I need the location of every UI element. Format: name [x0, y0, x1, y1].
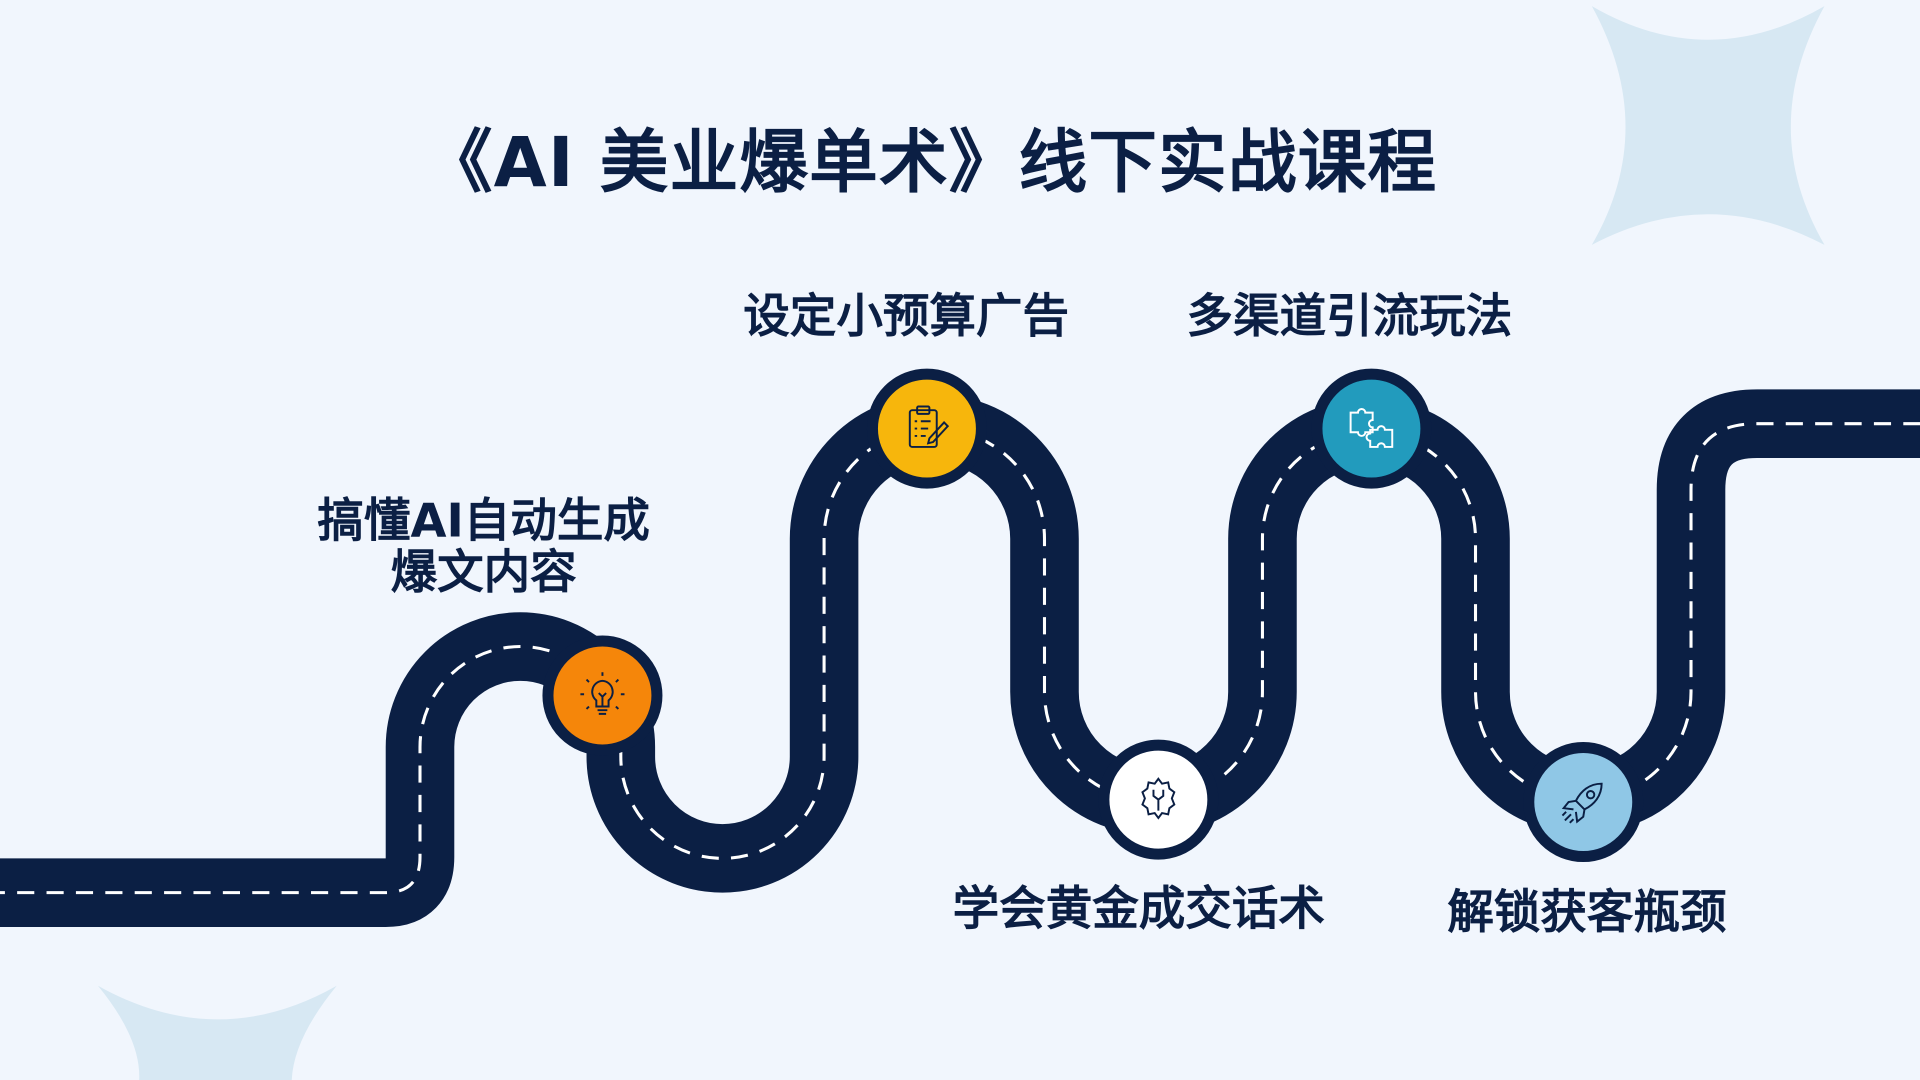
step-1-label-line2: 爆文内容: [390, 544, 577, 599]
step-1-label-line1: 搞懂AI自动生成: [317, 493, 650, 548]
rocket-icon: [1561, 782, 1603, 824]
step-5-node: [1523, 742, 1644, 863]
step-4-node: [1311, 368, 1432, 489]
star-decoration-top-right: [1591, 6, 1825, 245]
step-1-label: 搞懂AI自动生成 爆文内容: [317, 495, 650, 598]
step-2-node: [866, 368, 987, 489]
lightbulb-icon: [580, 672, 625, 715]
step-1-node: [542, 635, 663, 756]
star-decoration-bottom-left: [97, 985, 337, 1080]
clipboard-pen-icon: [908, 405, 950, 448]
step-3-node: [1098, 739, 1219, 860]
step-4-label: 多渠道引流玩法: [1186, 288, 1513, 343]
step-5-label: 解锁获客瓶颈: [1447, 885, 1727, 940]
step-3-label: 学会黄金成交话术: [952, 881, 1325, 936]
page-title: 《AI 美业爆单术》线下实战课程: [423, 123, 1438, 204]
puzzle-icon: [1349, 408, 1394, 448]
gear-wrench-icon: [1141, 777, 1176, 820]
step-2-label: 设定小预算广告: [743, 288, 1069, 343]
